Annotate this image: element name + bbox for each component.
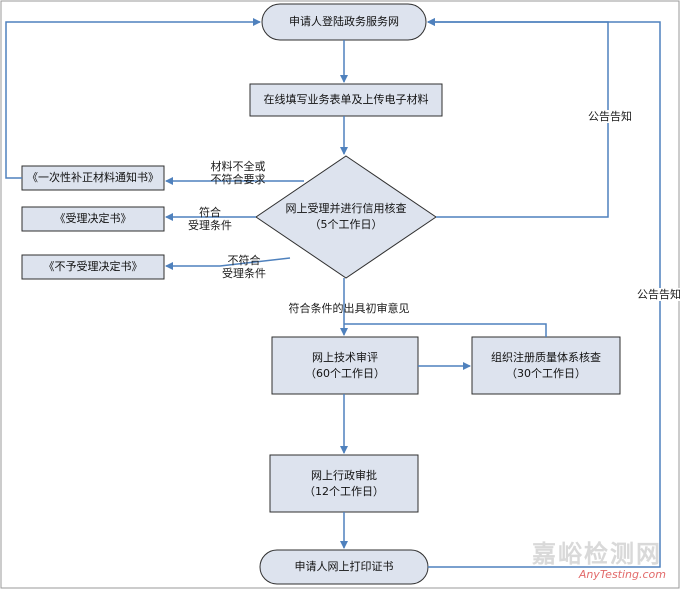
- edge-label-preliminary-text: 符合条件的出具初审意见: [288, 302, 410, 315]
- qms-check-label: 组织注册质量体系核查 （30个工作日）: [472, 337, 620, 394]
- admin-approval-node: [269, 454, 419, 513]
- notice-correction-label: 《一次性补正材料通知书》: [22, 166, 164, 190]
- admin-approval-title: 网上行政审批: [311, 468, 377, 482]
- admin-approval-duration: （12个工作日）: [304, 484, 384, 498]
- start-text: 申请人登陆政务服务网: [289, 15, 399, 28]
- edge-label-accept-2: 受理条件: [188, 219, 232, 232]
- edge-label-incomplete-2: 不符合要求: [210, 173, 266, 186]
- notice-reject-node: [21, 254, 165, 280]
- print-cert-label: 申请人网上打印证书: [260, 550, 428, 584]
- edge-label-notice-2-text: 公告告知: [637, 288, 680, 301]
- tech-review-title: 网上技术审评: [312, 350, 378, 364]
- edge-label-notice-2: 公告告知: [634, 288, 680, 301]
- notice-reject-text: 《不予受理决定书》: [43, 260, 143, 273]
- edge-label-notice-1: 公告告知: [585, 110, 635, 123]
- qms-check-title: 组织注册质量体系核查: [491, 350, 601, 364]
- tech-review-node: [271, 336, 419, 395]
- print-cert-text: 申请人网上打印证书: [294, 560, 394, 573]
- notice-accept-label: 《受理决定书》: [22, 207, 164, 231]
- start-label: 申请人登陆政务服务网: [262, 4, 426, 40]
- tech-review-duration: （60个工作日）: [305, 366, 385, 380]
- qms-check-node: [471, 336, 621, 395]
- edge-label-preliminary: 符合条件的出具初审意见: [284, 302, 414, 315]
- edge-label-accept-1: 符合: [199, 206, 221, 219]
- edge-label-incomplete-1: 材料不全或: [210, 160, 266, 173]
- notice-accept-node: [21, 206, 165, 232]
- edge-label-reject-2: 受理条件: [222, 267, 266, 280]
- edge-label-accept: 符合 受理条件: [180, 206, 240, 232]
- edge-label-notice-1-text: 公告告知: [588, 110, 632, 123]
- notice-correction-text: 《一次性补正材料通知书》: [27, 171, 159, 184]
- edge-check-to-reject: [165, 257, 291, 270]
- watermark-cn: 嘉峪检测网: [532, 540, 662, 568]
- check-decision-node: [255, 155, 437, 279]
- tech-review-label: 网上技术审评 （60个工作日）: [272, 337, 418, 394]
- fill-form-label: 在线填写业务表单及上传电子材料: [250, 84, 442, 116]
- notice-correction-node: [21, 165, 165, 191]
- edge-label-reject: 不符合 受理条件: [214, 254, 274, 280]
- edge-print-notice-to-start: [427, 18, 661, 568]
- watermark-en: AnyTesting.com: [578, 568, 666, 581]
- qms-check-duration: （30个工作日）: [506, 366, 586, 380]
- fill-form-text: 在线填写业务表单及上传电子材料: [263, 93, 429, 106]
- check-title: 网上受理并进行信用核查: [285, 202, 407, 215]
- edge-label-incomplete: 材料不全或 不符合要求: [198, 160, 278, 186]
- notice-accept-text: 《受理决定书》: [54, 212, 132, 225]
- notice-reject-label: 《不予受理决定书》: [22, 255, 164, 279]
- edge-qms-return: [344, 323, 547, 337]
- edge-label-reject-1: 不符合: [227, 254, 261, 267]
- fill-form-node: [249, 83, 443, 117]
- admin-approval-label: 网上行政审批 （12个工作日）: [270, 455, 418, 512]
- check-label: 网上受理并进行信用核查 （5个工作日）: [270, 198, 422, 236]
- check-duration: （5个工作日）: [309, 218, 383, 231]
- edge-correction-to-start: [5, 18, 261, 179]
- edge-check-notice-to-start: [427, 18, 609, 218]
